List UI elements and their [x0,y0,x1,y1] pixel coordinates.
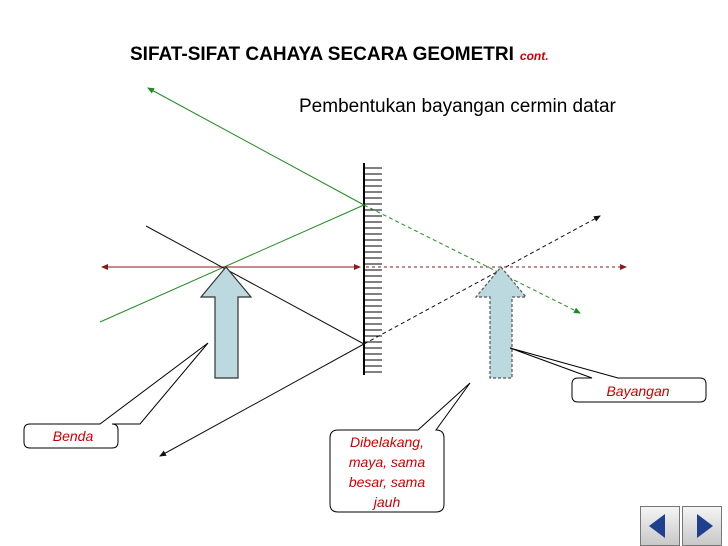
object-callout-shape [23,342,209,449]
title-suffix: cont. [519,49,549,63]
image-label: Bayangan [606,383,670,399]
image-arrow [474,266,528,379]
slide-subtitle: Pembentukan bayangan cermin datar [299,96,616,117]
arrow-left-icon [649,514,665,538]
black-virtual-extension [363,215,601,345]
green-incident-ray [99,204,365,323]
arrow-right-icon [697,514,713,538]
black-reflected-ray [159,343,365,457]
plane-mirror [363,163,382,375]
next-slide-button[interactable] [682,506,722,546]
green-virtual-extension [363,204,581,314]
object-arrow [199,266,253,379]
title-text: SIFAT-SIFAT CAHAYA SECARA GEOMETRI [130,44,514,65]
object-label: Benda [52,428,94,444]
image-properties-note: Dibelakang, maya, sama besar, sama jauh [348,434,426,510]
slide-title: SIFAT-SIFAT CAHAYA SECARA GEOMETRI cont. [130,44,549,66]
mirror-hatching [364,167,382,373]
note-callout-shape [329,382,471,513]
previous-slide-button[interactable] [640,506,680,546]
black-incident-ray [145,225,365,345]
green-reflected-ray [147,87,365,206]
image-callout-shape [509,347,707,403]
